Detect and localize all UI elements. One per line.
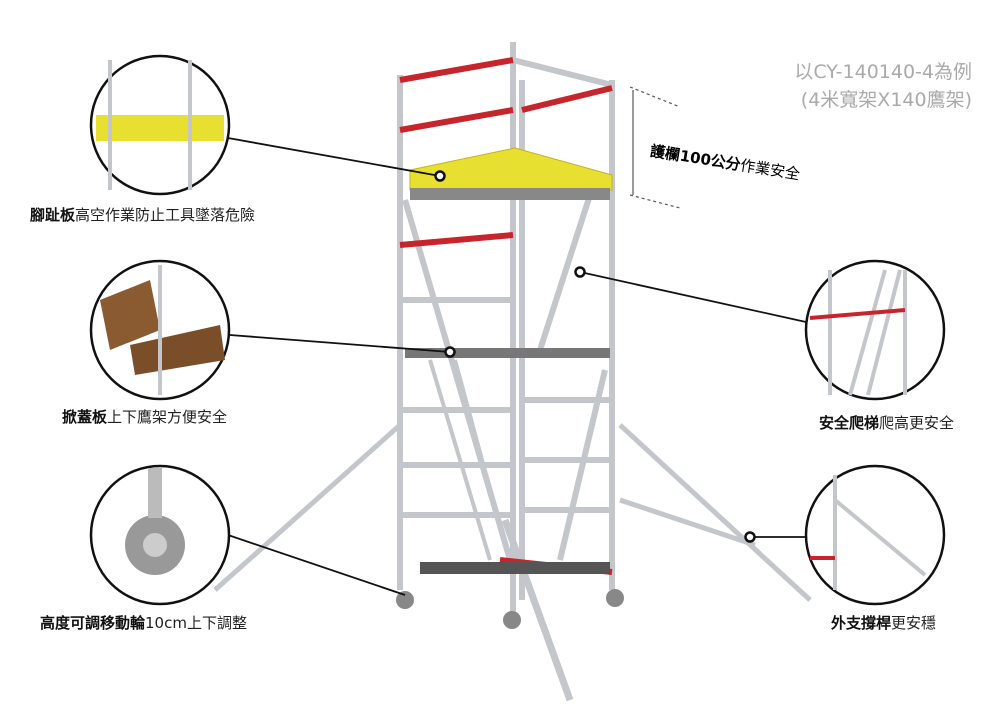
model-line2: (4米寬架X140鷹架) <box>800 89 972 111</box>
callout-lines <box>227 137 807 596</box>
toeboard-label: 腳趾板高空作業防止工具墜落危險 <box>30 206 256 224</box>
callout-dots <box>434 170 756 543</box>
detail-hatch <box>100 265 225 395</box>
guardrail-height-marker <box>629 86 681 209</box>
detail-outrigger <box>810 475 927 590</box>
middle-deck <box>405 348 610 358</box>
detail-ladder <box>809 269 907 396</box>
hatch-label: 掀蓋板上下鷹架方便安全 <box>62 408 228 426</box>
model-line1: 以CY-140140-4為例 <box>794 61 972 83</box>
top-deck <box>410 188 610 200</box>
model-note: 以CY-140140-4為例 (4米寬架X140鷹架) <box>794 58 972 114</box>
scaffold-frame <box>213 42 812 702</box>
ladder-label: 安全爬梯爬高更安全 <box>818 414 954 432</box>
bottom-deck <box>420 562 610 574</box>
detail-wheel <box>125 468 185 575</box>
toeboard-platform <box>409 147 613 191</box>
detail-toeboard <box>96 60 224 190</box>
guardrails <box>399 57 613 575</box>
wheels <box>396 589 624 629</box>
outrigger-label: 外支撐桿更安穩 <box>830 614 936 632</box>
wheel-label: 高度可調移動輪10cm上下調整 <box>40 614 247 632</box>
